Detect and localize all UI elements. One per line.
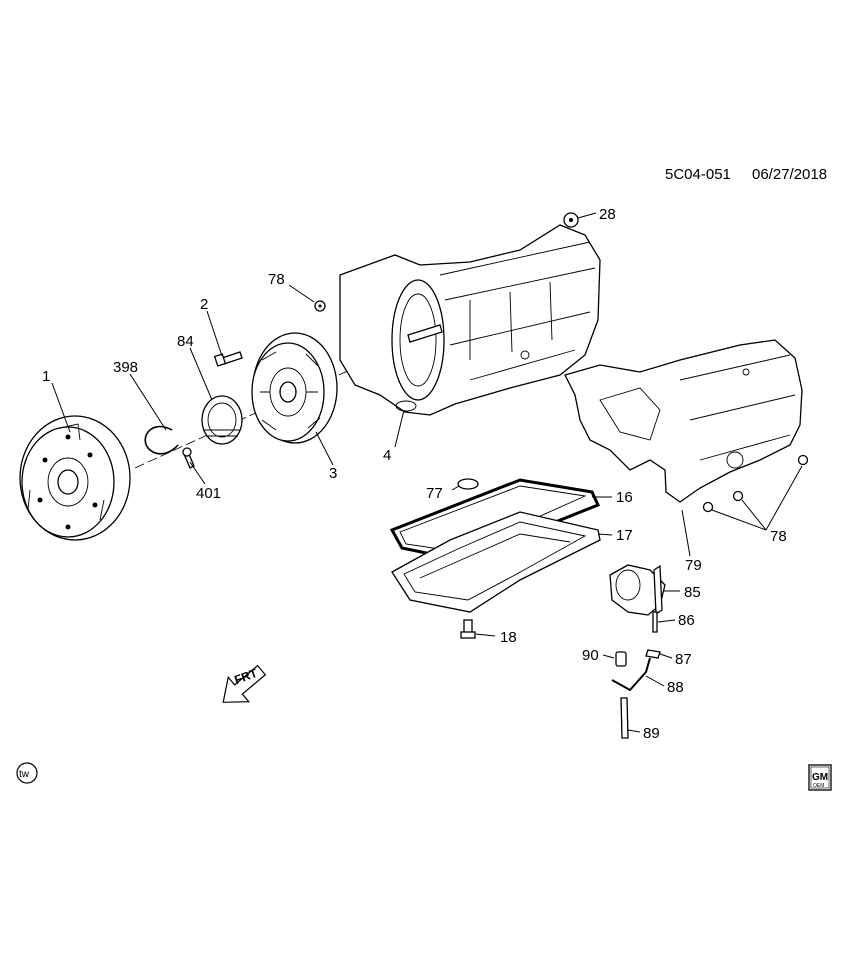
bolt-2 xyxy=(213,351,243,367)
clip-87 xyxy=(645,649,661,659)
callout-398: 398 xyxy=(113,359,138,376)
nut-78-top xyxy=(314,300,326,312)
callout-84: 84 xyxy=(177,333,194,350)
plug-28 xyxy=(563,212,579,228)
callout-78-top: 78 xyxy=(268,271,285,288)
tw-badge-text: tw xyxy=(19,769,30,780)
bolt-18 xyxy=(460,619,476,639)
callout-401: 401 xyxy=(196,485,221,502)
leader-lines xyxy=(51,212,803,733)
tube-88 xyxy=(611,657,651,692)
callout-77: 77 xyxy=(426,485,443,502)
transmission-case-4 xyxy=(339,224,601,416)
callout-17: 17 xyxy=(616,527,633,544)
oil-pan-17 xyxy=(391,511,601,613)
oring-77 xyxy=(457,478,479,490)
callout-16: 16 xyxy=(616,489,633,506)
diagram-date: 06/27/2018 xyxy=(752,166,827,183)
diagram-code: 5C04-051 xyxy=(665,166,731,183)
callout-3: 3 xyxy=(329,465,337,482)
callout-79: 79 xyxy=(685,557,702,574)
front-direction-arrow-icon: FRT xyxy=(222,664,267,703)
pump-seal-84 xyxy=(201,395,243,445)
callout-88: 88 xyxy=(667,679,684,696)
callout-85: 85 xyxy=(684,584,701,601)
callout-90: 90 xyxy=(582,647,599,664)
callout-labels: 1 398 84 2 401 3 78 4 28 77 16 17 18 79 … xyxy=(42,206,787,742)
bolt-89 xyxy=(620,697,629,739)
snap-ring-398 xyxy=(144,425,179,455)
callout-89: 89 xyxy=(643,725,660,742)
diagram-header: 5C04-051 06/27/2018 xyxy=(665,166,827,183)
gm-logo-brand: GM xyxy=(812,772,828,783)
callout-87: 87 xyxy=(675,651,692,668)
oil-pump-3 xyxy=(251,332,338,444)
callout-4: 4 xyxy=(383,447,391,464)
callout-18: 18 xyxy=(500,629,517,646)
torque-converter xyxy=(19,415,131,541)
plug-90 xyxy=(615,651,627,667)
gm-logo-sub: OEM xyxy=(813,783,824,789)
nuts-78-right xyxy=(702,454,809,513)
gm-logo-icon: GM OEM xyxy=(808,764,832,791)
callout-78-right: 78 xyxy=(770,528,787,545)
valve-assembly-85 xyxy=(609,564,666,616)
callout-86: 86 xyxy=(678,612,695,629)
screw-86 xyxy=(652,611,658,633)
tw-circle-icon: tw xyxy=(16,762,38,784)
callout-2: 2 xyxy=(200,296,208,313)
heat-shield-79 xyxy=(564,339,803,503)
callout-1: 1 xyxy=(42,368,50,385)
callout-28: 28 xyxy=(599,206,616,223)
